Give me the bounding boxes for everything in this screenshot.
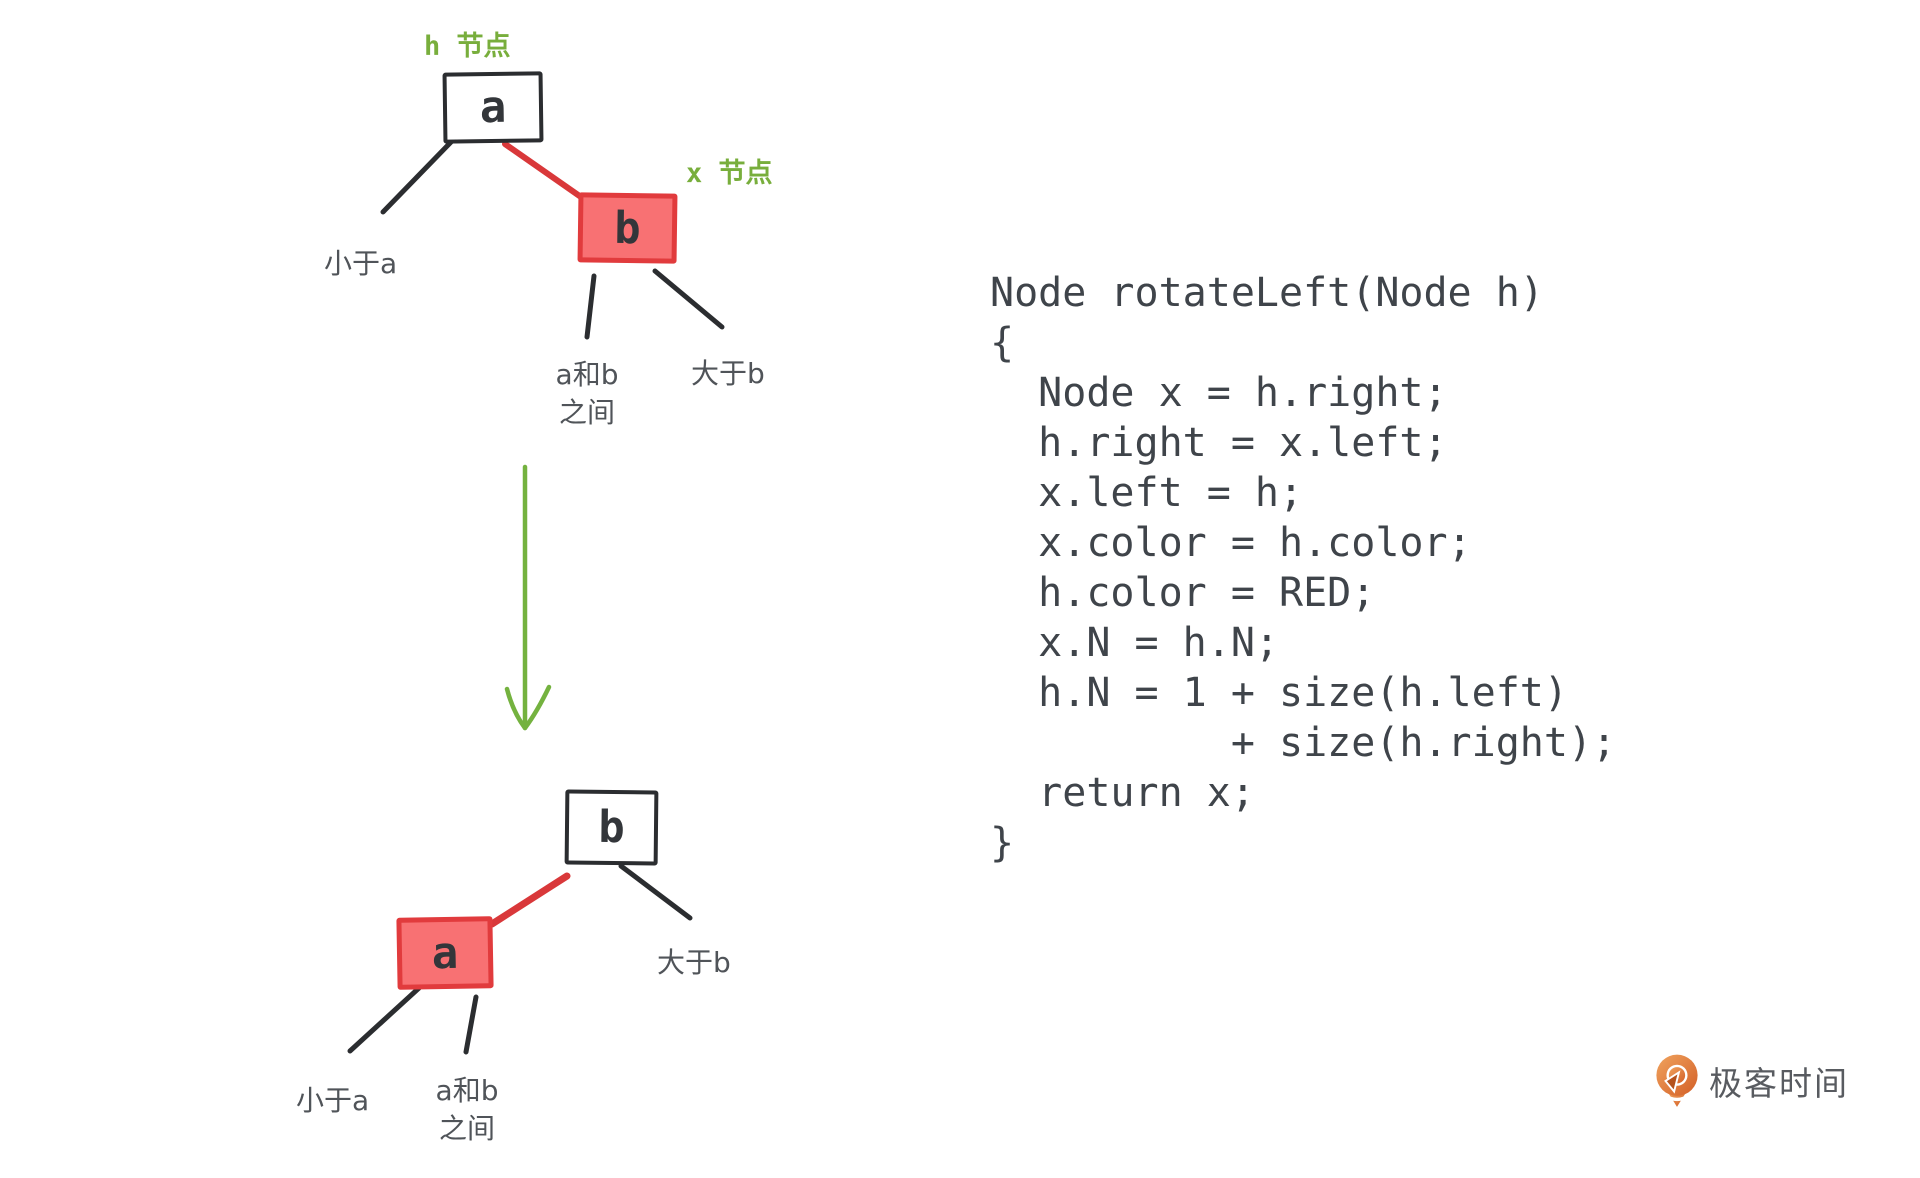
x-pointer-label: x 节点 <box>686 158 773 189</box>
before-node-a: a <box>442 71 544 144</box>
before-edge-a-to-b-red <box>502 141 584 200</box>
after-edge-a-middle <box>463 994 479 1055</box>
brand-footer: 极客时间 <box>1654 1054 1849 1108</box>
before-edge-a-left <box>380 138 455 215</box>
before-leaf-between-line2: 之间 <box>558 396 615 429</box>
before-leaf-less-than-a: 小于a <box>324 247 398 280</box>
after-edge-b-to-a-red <box>488 872 571 928</box>
before-edge-b-right <box>652 268 725 330</box>
after-leaf-less-than-a: 小于a <box>296 1084 370 1117</box>
before-node-a-letter: a <box>479 81 507 134</box>
before-leaf-between: a和b 之间 <box>547 356 627 432</box>
before-leaf-greater-than-b: 大于b <box>691 357 765 390</box>
brand-name: 极客时间 <box>1709 1064 1849 1103</box>
rotate-arrow <box>504 464 552 731</box>
after-leaf-between: a和b 之间 <box>427 1072 507 1148</box>
h-pointer-label: h 节点 <box>424 31 511 62</box>
geektime-logo-icon <box>1656 1054 1698 1107</box>
before-node-b: b <box>577 192 678 264</box>
rotate-left-code: Node rotateLeft(Node h) { Node x = h.rig… <box>990 270 1617 866</box>
after-leaf-greater-than-b: 大于b <box>657 946 731 979</box>
after-node-a: a <box>396 916 494 990</box>
before-edge-b-middle <box>584 273 597 340</box>
after-node-b-letter: b <box>597 801 626 854</box>
after-leaf-between-line1: a和b <box>435 1074 499 1107</box>
after-leaf-between-line2: 之间 <box>438 1112 495 1145</box>
before-node-b-letter: b <box>613 202 642 254</box>
after-edge-a-left <box>347 985 422 1054</box>
after-node-a-letter: a <box>431 927 459 979</box>
after-edge-b-right <box>618 863 693 921</box>
after-node-b: b <box>564 789 659 866</box>
before-leaf-between-line1: a和b <box>555 358 619 391</box>
